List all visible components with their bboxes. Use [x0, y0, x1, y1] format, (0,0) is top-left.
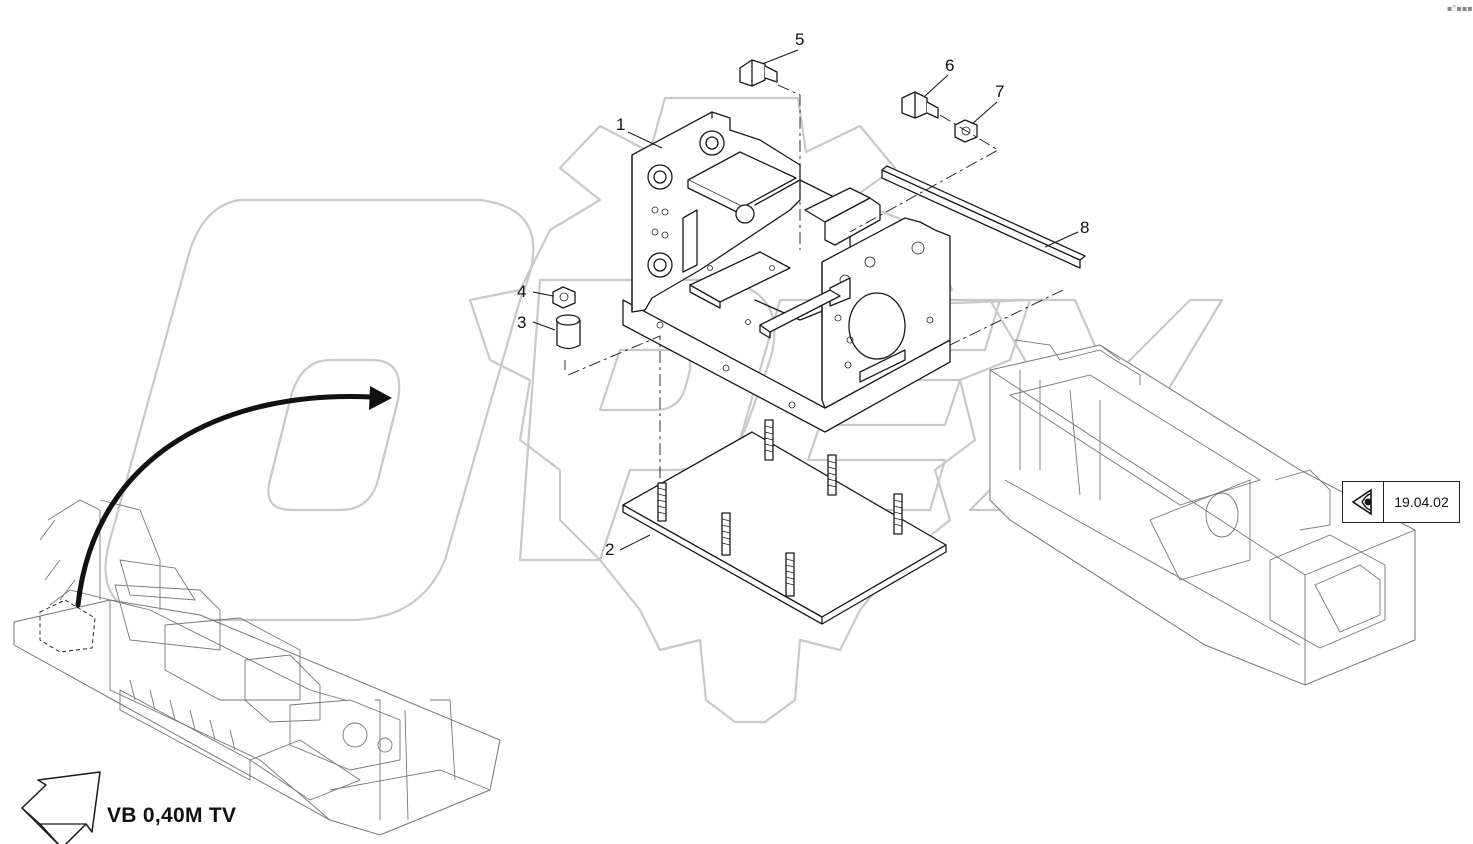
corner-mark: ▪°▪▪▪	[1447, 4, 1473, 13]
part-3-spacer	[555, 314, 581, 350]
part-1-bracket	[622, 111, 951, 433]
part-8-strip	[881, 165, 1086, 269]
direction-arrow-icon	[21, 771, 101, 844]
callout-8: 8	[1044, 218, 1089, 248]
part-4-nut	[552, 286, 576, 309]
callout-6: 6	[924, 56, 954, 97]
part-6-screw	[901, 91, 939, 119]
assembly-centerlines	[564, 84, 1064, 483]
reference-code: 19.04.02	[1394, 494, 1449, 510]
reference-box[interactable]: 19.04.02	[1342, 481, 1460, 523]
eye-icon	[1343, 482, 1384, 522]
paver-overview	[13, 499, 501, 836]
part-2-base-plate	[622, 431, 947, 625]
screed-frame-context	[989, 339, 1416, 686]
variant-label: VB 0,40M TV	[107, 804, 237, 827]
callout-3: 3	[517, 313, 556, 332]
callout-7: 7	[971, 82, 1004, 125]
base-plate-studs	[657, 419, 903, 597]
svg-text:5: 5	[795, 30, 804, 49]
callout-4: 4	[517, 282, 554, 301]
svg-text:1: 1	[616, 115, 625, 134]
svg-text:4: 4	[517, 282, 526, 301]
callout-2: 2	[605, 534, 651, 559]
callout-5: 5	[761, 30, 804, 65]
callout-1: 1	[616, 115, 663, 149]
svg-text:7: 7	[995, 82, 1004, 101]
part-5-bolt	[739, 59, 778, 87]
detail-pointer-arrow	[75, 386, 392, 608]
svg-text:6: 6	[945, 56, 954, 75]
svg-text:2: 2	[605, 540, 614, 559]
svg-text:3: 3	[517, 313, 526, 332]
svg-text:8: 8	[1080, 218, 1089, 237]
